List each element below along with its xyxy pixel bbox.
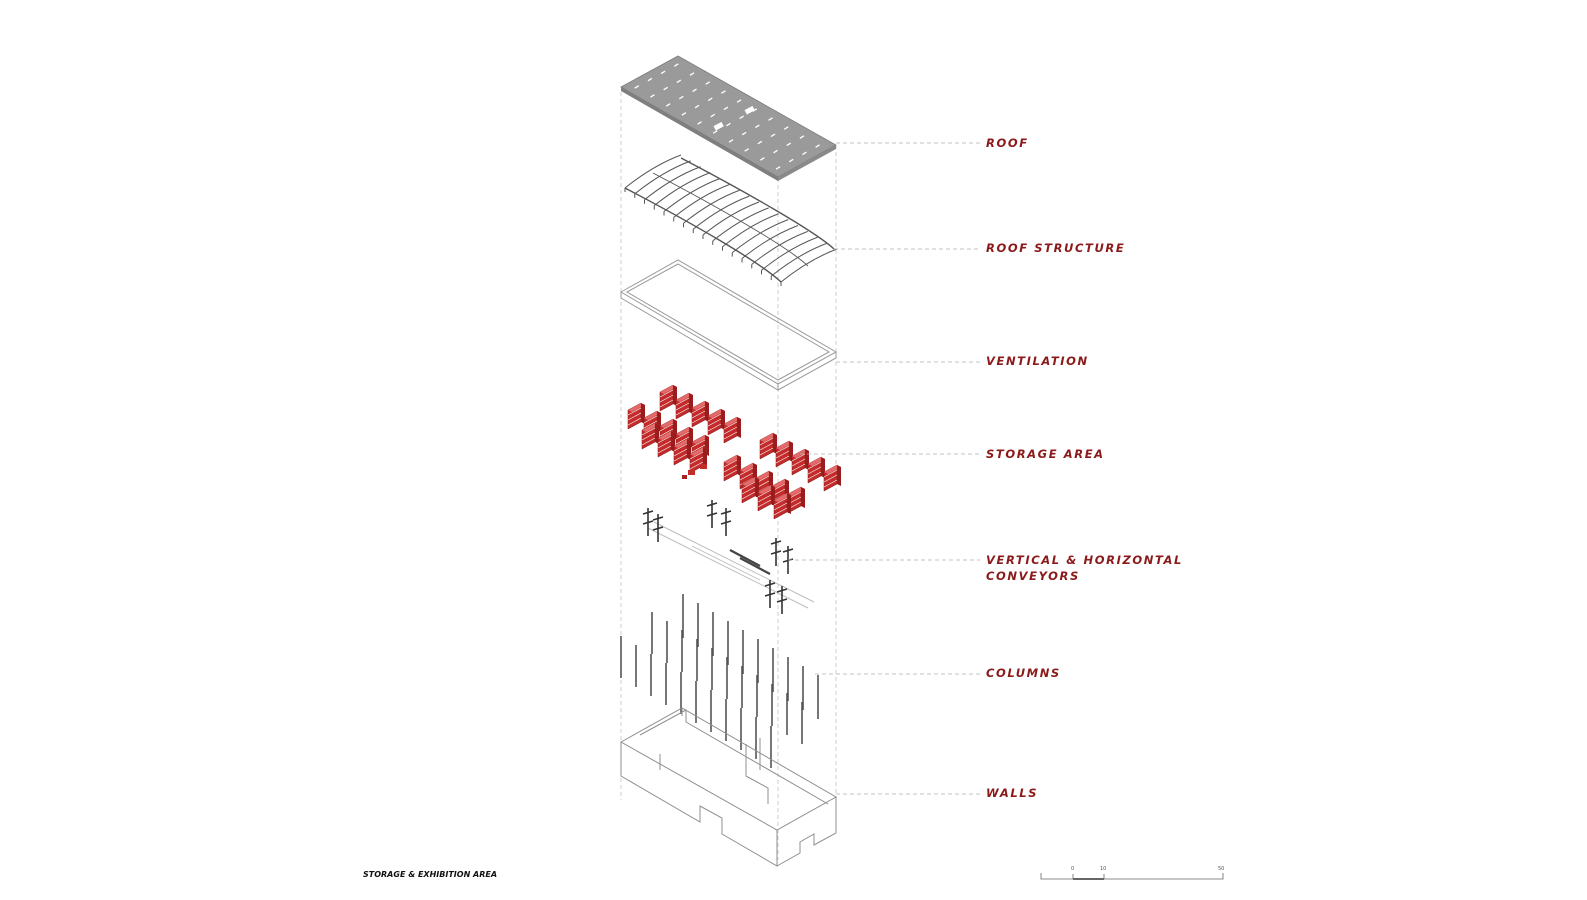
label-storage-area: STORAGE AREA: [986, 447, 1105, 461]
label-conveyors-line1: VERTICAL & HORIZONTAL: [986, 553, 1183, 567]
label-ventilation: VENTILATION: [986, 354, 1089, 368]
storage-area-layer: [627, 384, 841, 520]
label-roof: ROOF: [986, 136, 1029, 150]
drawing-caption: STORAGE & EXHIBITION AREA: [363, 870, 498, 879]
label-columns: COLUMNS: [986, 666, 1061, 680]
alignment-lines: [620, 92, 837, 860]
leader-lines: [788, 142, 980, 795]
walls-layer: [619, 707, 838, 867]
label-conveyors-line2: CONVEYORS: [986, 569, 1080, 583]
conveyors-layer: [642, 500, 815, 614]
scale-tick-0: 0: [1071, 866, 1075, 872]
ventilation-layer: [619, 259, 838, 391]
label-roof-structure: ROOF STRUCTURE: [986, 241, 1126, 255]
scale-tick-10: 10: [1100, 866, 1107, 872]
columns-layer: [620, 594, 819, 768]
label-walls: WALLS: [986, 786, 1039, 800]
roof-structure-layer: [624, 154, 838, 286]
scale-bar: [1040, 873, 1224, 880]
scale-tick-50: 50: [1218, 866, 1225, 872]
roof-layer: [620, 55, 837, 181]
